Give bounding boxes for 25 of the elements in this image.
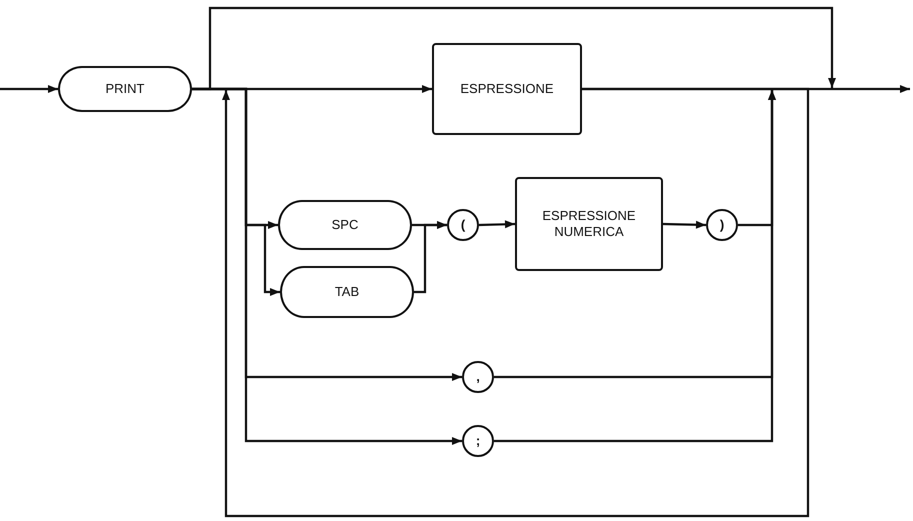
symbol-circle	[706, 209, 738, 241]
arrow	[0, 85, 58, 93]
node-label: ;	[476, 432, 480, 450]
arrow	[662, 220, 706, 229]
node-label: )	[720, 216, 724, 234]
node-label: TAB	[334, 284, 360, 300]
symbol-circle	[447, 209, 479, 241]
node-label: PRINT	[106, 80, 144, 98]
symbol-circle	[462, 361, 494, 393]
arrow	[192, 6, 836, 90]
node-label: SPC	[332, 216, 358, 234]
node-label: ,	[476, 368, 480, 386]
process-box	[515, 177, 663, 271]
process-box	[432, 43, 582, 135]
node-label: ESPRESSIONE	[460, 80, 554, 98]
terminal-box	[58, 66, 192, 112]
arrow	[478, 220, 516, 228]
arrow	[222, 88, 810, 518]
arrow	[414, 221, 447, 294]
terminal-box	[280, 266, 414, 318]
node-label: (	[460, 216, 466, 234]
node-label: ESPRESSIONE NUMERICA	[541, 208, 637, 240]
terminal-box	[278, 200, 412, 250]
symbol-circle	[462, 425, 494, 457]
arrow	[494, 90, 776, 442]
